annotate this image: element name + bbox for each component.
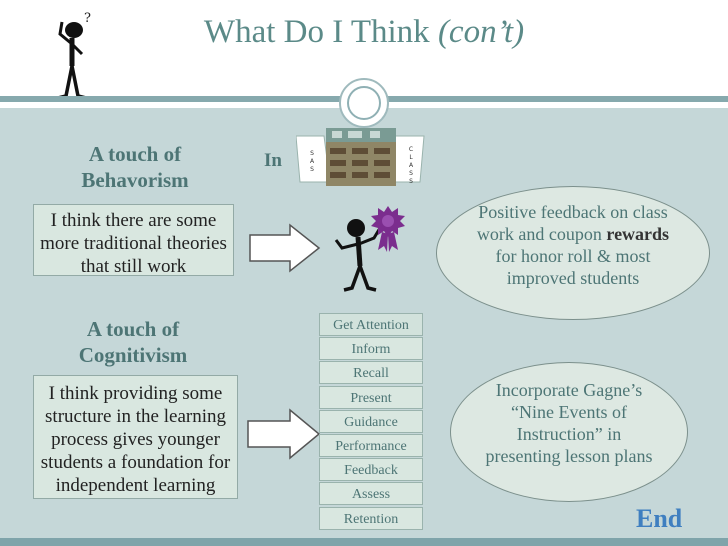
event-item: Retention xyxy=(319,506,423,530)
event-item: Feedback xyxy=(319,458,423,482)
end-link[interactable]: End xyxy=(636,504,683,533)
gagne-oval: Incorporate Gagne’s “Nine Events of Inst… xyxy=(450,362,688,502)
behaviorism-statement-box: I think there are some more traditional … xyxy=(33,204,234,277)
event-item: Assess xyxy=(319,482,423,506)
nine-events-list: Get Attention Inform Recall Present Guid… xyxy=(319,313,423,531)
behaviorism-heading-line1: A touch of xyxy=(88,142,182,166)
stick-figure-with-ribbon-icon xyxy=(334,206,405,292)
title-suffix: (con’t) xyxy=(437,14,525,50)
cognitivism-heading-line1: A touch of xyxy=(86,317,180,341)
event-item: Recall xyxy=(319,361,423,385)
behaviorism-heading-line2: Behavorism xyxy=(81,168,189,192)
slide-title: What Do I Think (con’t) xyxy=(0,14,728,51)
classroom-photo: S A S C L A S S xyxy=(295,128,426,190)
divider-circle-ornament xyxy=(339,78,389,128)
panel-bottom-band xyxy=(0,538,728,546)
feedback-text-part1: Positive feedback on class work and coup… xyxy=(476,202,668,244)
event-item: Inform xyxy=(319,337,423,361)
classroom-right-text: C L A S S xyxy=(408,146,414,185)
classroom-left-text: S A S xyxy=(309,150,315,173)
classroom-photo-frame xyxy=(295,128,425,186)
right-arrow-icon xyxy=(247,408,321,460)
thinking-stick-figure-icon: ? xyxy=(57,11,91,100)
divider-circle-inner xyxy=(347,86,381,120)
cognitivism-heading: A touch of Cognitivism xyxy=(58,316,208,368)
cognitivism-statement-box: I think providing some structure in the … xyxy=(33,375,238,499)
behaviorism-feedback-oval: Positive feedback on class work and coup… xyxy=(436,186,710,320)
feedback-text-part2: for honor roll & most improved students xyxy=(495,246,651,288)
award-ribbon-icon xyxy=(371,206,405,252)
in-label: In xyxy=(264,150,282,171)
event-item: Performance xyxy=(319,433,423,457)
title-main: What Do I Think xyxy=(203,14,430,50)
event-item: Get Attention xyxy=(319,313,423,336)
svg-text:?: ? xyxy=(84,11,91,26)
event-item: Present xyxy=(319,385,423,409)
right-arrow-icon xyxy=(249,223,321,273)
behaviorism-heading: A touch of Behavorism xyxy=(60,141,210,193)
event-item: Guidance xyxy=(319,409,423,433)
feedback-text-bold: rewards xyxy=(606,224,670,244)
cognitivism-heading-line2: Cognitivism xyxy=(78,343,188,367)
